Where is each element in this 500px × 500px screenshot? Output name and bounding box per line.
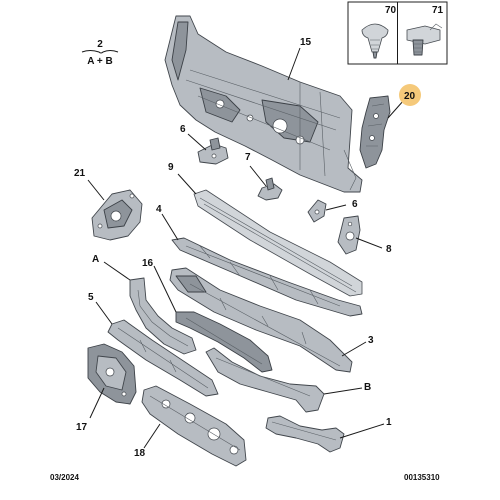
- legend-bottom: A + B: [87, 56, 112, 67]
- leader-3: [341, 341, 367, 357]
- part-15-bulkhead: [164, 15, 363, 193]
- callout-21: 21: [74, 168, 86, 179]
- callout-labels: 15 20 6 7 9 21 6 8 4 A 16 5 3 B 17 18 1: [74, 37, 421, 459]
- part-b-strut: [205, 347, 325, 413]
- callout-7: 7: [245, 152, 251, 163]
- callout-4: 4: [156, 204, 162, 215]
- part-6-bracket-lower: [307, 199, 327, 223]
- inset-label-71: 71: [432, 5, 444, 16]
- callout-6b: 6: [352, 199, 358, 210]
- part-21-reinforcement: [91, 189, 143, 241]
- callout-1: 1: [386, 417, 392, 428]
- part-20-bracket: [359, 95, 391, 169]
- part-1-strut: [265, 415, 345, 453]
- callout-20-highlight: [399, 84, 421, 106]
- part-16-bracket: [175, 311, 273, 373]
- callout-16: 16: [142, 258, 154, 269]
- leader-20: [387, 99, 405, 119]
- part-4-cowl: [171, 237, 363, 317]
- callout-a: A: [92, 254, 99, 265]
- callout-b: B: [364, 382, 371, 393]
- leader-6a: [187, 133, 207, 151]
- clip-70-icon: [361, 23, 389, 59]
- leader-8: [355, 237, 383, 249]
- part-5-side-member: [107, 319, 219, 397]
- part-a-strut: [129, 277, 197, 355]
- leader-6b: [325, 204, 347, 211]
- footer-date: 03/2024: [50, 473, 79, 482]
- leader-16: [153, 265, 177, 313]
- part-9-cross-member: [193, 189, 363, 297]
- leader-9: [177, 173, 197, 195]
- fastener-inset: 70 71: [347, 1, 448, 65]
- clip-71-icon: [406, 23, 443, 56]
- callout-5: 5: [88, 292, 94, 303]
- leader-a: [103, 261, 131, 281]
- part-17-bracket: [87, 343, 137, 405]
- leader-7: [249, 165, 267, 187]
- part-18-panel: [141, 385, 247, 467]
- callout-15: 15: [300, 37, 312, 48]
- callout-18: 18: [134, 448, 146, 459]
- leader-5: [95, 301, 113, 325]
- part-6-bracket-upper: [197, 137, 229, 165]
- part-8-plate: [337, 215, 361, 255]
- part-3-lower-cowl: [169, 267, 353, 373]
- callout-6a: 6: [180, 124, 186, 135]
- legend-top: 2: [97, 39, 103, 50]
- inset-label-70: 70: [385, 5, 397, 16]
- leader-17: [89, 387, 105, 419]
- leader-b: [323, 387, 363, 395]
- part-7-bracket: [257, 177, 283, 201]
- leader-lines: [87, 47, 405, 449]
- callout-9: 9: [168, 162, 174, 173]
- callout-3: 3: [368, 335, 374, 346]
- callout-17: 17: [76, 422, 88, 433]
- callout-20: 20: [404, 91, 416, 102]
- leader-1: [339, 423, 385, 439]
- leader-18: [143, 423, 161, 449]
- callout-8: 8: [386, 244, 392, 255]
- leader-15: [287, 47, 301, 81]
- footer-reference: 00135310: [404, 473, 440, 482]
- leader-4: [161, 213, 179, 241]
- legend-brace: [81, 50, 119, 54]
- leader-21: [87, 179, 105, 201]
- group-legend: 2 A + B: [81, 39, 119, 67]
